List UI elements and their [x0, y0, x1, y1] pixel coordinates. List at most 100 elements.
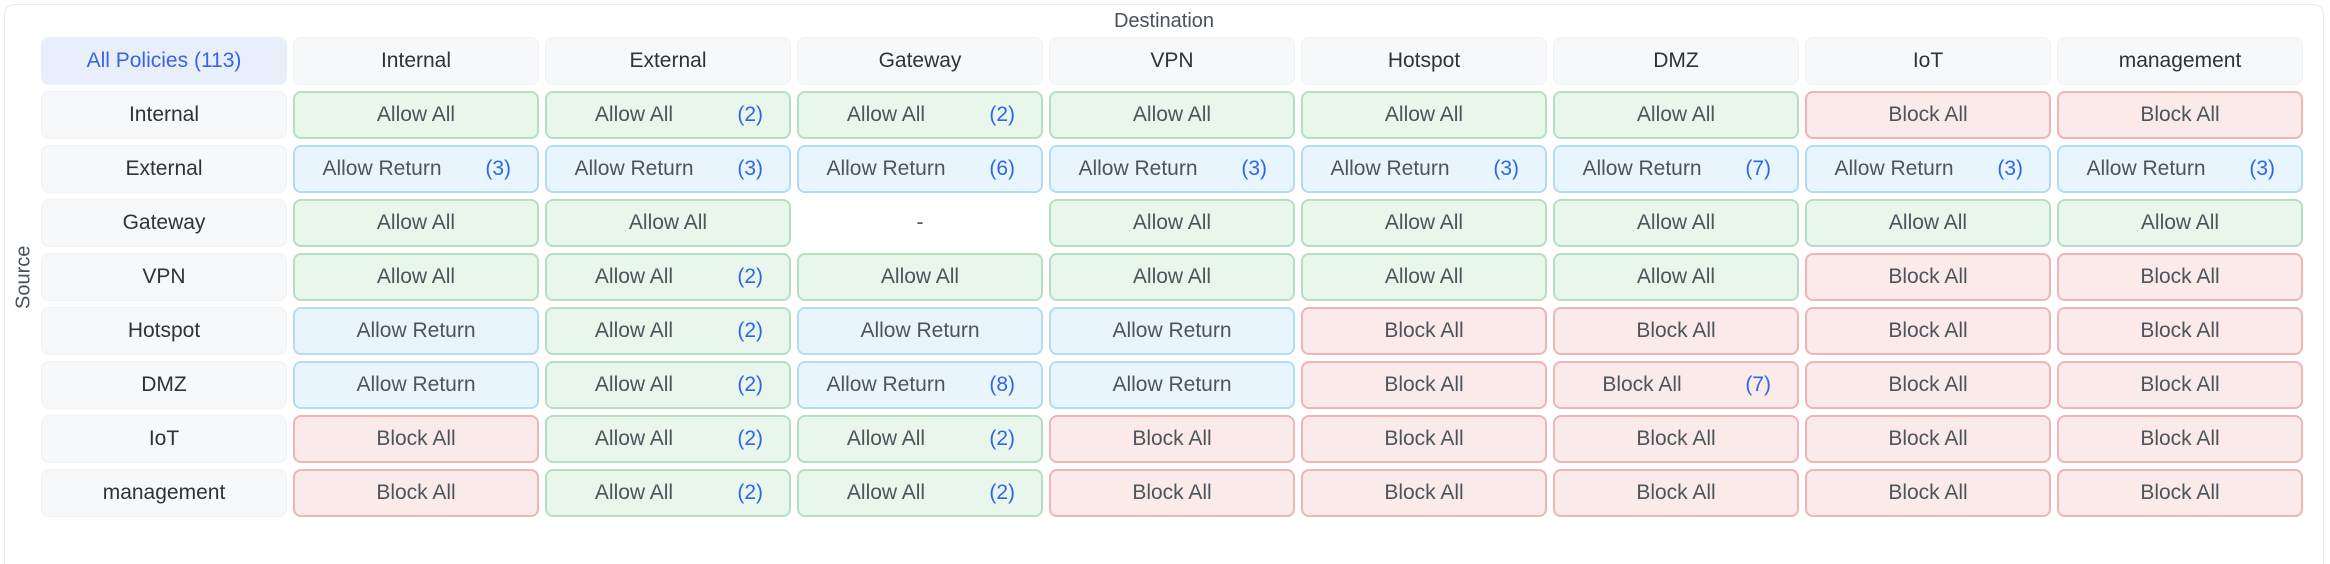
- policy-cell-hotspot-vpn[interactable]: Allow Return: [1049, 307, 1295, 355]
- source-header-dmz[interactable]: DMZ: [41, 361, 287, 409]
- policy-cell-external-management[interactable]: Allow Return(3): [2057, 145, 2303, 193]
- policy-cell-iot-gateway[interactable]: Allow All(2): [797, 415, 1043, 463]
- policy-cell-label: Allow Return: [1330, 157, 1450, 180]
- policy-cell-label: Allow Return: [1078, 157, 1198, 180]
- policy-cell-gateway-management[interactable]: Allow All: [2057, 199, 2303, 247]
- source-header-management[interactable]: management: [41, 469, 287, 517]
- policy-cell-management-hotspot[interactable]: Block All: [1301, 469, 1547, 517]
- policy-cell-external-external[interactable]: Allow Return(3): [545, 145, 791, 193]
- dest-header-gateway[interactable]: Gateway: [797, 37, 1043, 85]
- source-header-vpn[interactable]: VPN: [41, 253, 287, 301]
- policy-cell-gateway-internal[interactable]: Allow All: [293, 199, 539, 247]
- policy-cell-vpn-vpn[interactable]: Allow All: [1049, 253, 1295, 301]
- source-header-hotspot[interactable]: Hotspot: [41, 307, 287, 355]
- policy-cell-external-internal[interactable]: Allow Return(3): [293, 145, 539, 193]
- dest-header-internal[interactable]: Internal: [293, 37, 539, 85]
- policy-cell-hotspot-dmz[interactable]: Block All: [1553, 307, 1799, 355]
- policy-cell-label: Allow Return: [826, 373, 946, 396]
- policy-cell-dmz-hotspot[interactable]: Block All: [1301, 361, 1547, 409]
- policy-cell-iot-internal[interactable]: Block All: [293, 415, 539, 463]
- source-header-external[interactable]: External: [41, 145, 287, 193]
- policy-cell-dmz-iot[interactable]: Block All: [1805, 361, 2051, 409]
- policy-cell-gateway-gateway: -: [797, 199, 1043, 247]
- policy-cell-external-dmz[interactable]: Allow Return(7): [1553, 145, 1799, 193]
- policy-cell-hotspot-management[interactable]: Block All: [2057, 307, 2303, 355]
- policy-cell-hotspot-gateway[interactable]: Allow Return: [797, 307, 1043, 355]
- policy-cell-external-iot[interactable]: Allow Return(3): [1805, 145, 2051, 193]
- policy-cell-label: Allow All: [846, 481, 926, 504]
- dest-header-management[interactable]: management: [2057, 37, 2303, 85]
- policy-cell-iot-hotspot[interactable]: Block All: [1301, 415, 1547, 463]
- dest-header-vpn[interactable]: VPN: [1049, 37, 1295, 85]
- policy-cell-dmz-dmz[interactable]: Block All(7): [1553, 361, 1799, 409]
- policy-cell-management-iot[interactable]: Block All: [1805, 469, 2051, 517]
- policy-cell-label: Block All: [1636, 481, 1716, 504]
- policy-cell-management-external[interactable]: Allow All(2): [545, 469, 791, 517]
- policy-cell-label: Allow All: [376, 103, 456, 126]
- policy-cell-hotspot-external[interactable]: Allow All(2): [545, 307, 791, 355]
- policy-matrix-card: Destination Source All Policies (113)Int…: [4, 4, 2324, 564]
- policy-cell-iot-management[interactable]: Block All: [2057, 415, 2303, 463]
- policy-cell-management-dmz[interactable]: Block All: [1553, 469, 1799, 517]
- policy-cell-hotspot-internal[interactable]: Allow Return: [293, 307, 539, 355]
- policy-cell-label: Allow All: [1132, 265, 1212, 288]
- source-header-label: DMZ: [141, 373, 187, 396]
- policy-cell-vpn-internal[interactable]: Allow All: [293, 253, 539, 301]
- policy-cell-iot-vpn[interactable]: Block All: [1049, 415, 1295, 463]
- policy-cell-management-vpn[interactable]: Block All: [1049, 469, 1295, 517]
- all-policies-button[interactable]: All Policies (113): [41, 37, 287, 85]
- policy-cell-label: Block All: [376, 481, 456, 504]
- policy-cell-label: Block All: [1636, 319, 1716, 342]
- policy-cell-vpn-external[interactable]: Allow All(2): [545, 253, 791, 301]
- policy-cell-vpn-management[interactable]: Block All: [2057, 253, 2303, 301]
- source-header-gateway[interactable]: Gateway: [41, 199, 287, 247]
- dest-header-hotspot[interactable]: Hotspot: [1301, 37, 1547, 85]
- policy-cell-iot-external[interactable]: Allow All(2): [545, 415, 791, 463]
- policy-cell-internal-dmz[interactable]: Allow All: [1553, 91, 1799, 139]
- dest-header-iot[interactable]: IoT: [1805, 37, 2051, 85]
- policy-cell-label: -: [916, 211, 924, 234]
- policy-cell-internal-internal[interactable]: Allow All: [293, 91, 539, 139]
- policy-cell-vpn-hotspot[interactable]: Allow All: [1301, 253, 1547, 301]
- dest-header-dmz[interactable]: DMZ: [1553, 37, 1799, 85]
- policy-cell-management-internal[interactable]: Block All: [293, 469, 539, 517]
- policy-cell-label: Allow Return: [356, 373, 476, 396]
- policy-cell-internal-iot[interactable]: Block All: [1805, 91, 2051, 139]
- policy-cell-dmz-management[interactable]: Block All: [2057, 361, 2303, 409]
- policy-cell-dmz-external[interactable]: Allow All(2): [545, 361, 791, 409]
- policy-cell-gateway-hotspot[interactable]: Allow All: [1301, 199, 1547, 247]
- policy-cell-internal-management[interactable]: Block All: [2057, 91, 2303, 139]
- policy-cell-vpn-dmz[interactable]: Allow All: [1553, 253, 1799, 301]
- source-header-iot[interactable]: IoT: [41, 415, 287, 463]
- policy-cell-vpn-gateway[interactable]: Allow All: [797, 253, 1043, 301]
- policy-cell-external-gateway[interactable]: Allow Return(6): [797, 145, 1043, 193]
- source-header-internal[interactable]: Internal: [41, 91, 287, 139]
- policy-cell-iot-iot[interactable]: Block All: [1805, 415, 2051, 463]
- policy-cell-external-vpn[interactable]: Allow Return(3): [1049, 145, 1295, 193]
- policy-cell-label: Allow Return: [1112, 373, 1232, 396]
- policy-cell-iot-dmz[interactable]: Block All: [1553, 415, 1799, 463]
- policy-cell-management-management[interactable]: Block All: [2057, 469, 2303, 517]
- policy-cell-external-hotspot[interactable]: Allow Return(3): [1301, 145, 1547, 193]
- policy-cell-dmz-gateway[interactable]: Allow Return (8): [797, 361, 1043, 409]
- policy-count-badge: (8): [989, 373, 1015, 396]
- policy-cell-internal-gateway[interactable]: Allow All(2): [797, 91, 1043, 139]
- policy-cell-hotspot-hotspot[interactable]: Block All: [1301, 307, 1547, 355]
- policy-cell-vpn-iot[interactable]: Block All: [1805, 253, 2051, 301]
- policy-cell-dmz-vpn[interactable]: Allow Return: [1049, 361, 1295, 409]
- policy-cell-dmz-internal[interactable]: Allow Return: [293, 361, 539, 409]
- policy-cell-gateway-external[interactable]: Allow All: [545, 199, 791, 247]
- policy-cell-gateway-dmz[interactable]: Allow All: [1553, 199, 1799, 247]
- dest-header-external[interactable]: External: [545, 37, 791, 85]
- policy-cell-gateway-vpn[interactable]: Allow All: [1049, 199, 1295, 247]
- policy-cell-internal-external[interactable]: Allow All(2): [545, 91, 791, 139]
- policy-cell-label: Block All: [1384, 319, 1464, 342]
- policy-cell-internal-hotspot[interactable]: Allow All: [1301, 91, 1547, 139]
- policy-cell-hotspot-iot[interactable]: Block All: [1805, 307, 2051, 355]
- policy-cell-gateway-iot[interactable]: Allow All: [1805, 199, 2051, 247]
- policy-cell-label: Allow Return: [826, 157, 946, 180]
- policy-cell-management-gateway[interactable]: Allow All(2): [797, 469, 1043, 517]
- source-axis-label: Source: [12, 245, 35, 309]
- policy-cell-internal-vpn[interactable]: Allow All: [1049, 91, 1295, 139]
